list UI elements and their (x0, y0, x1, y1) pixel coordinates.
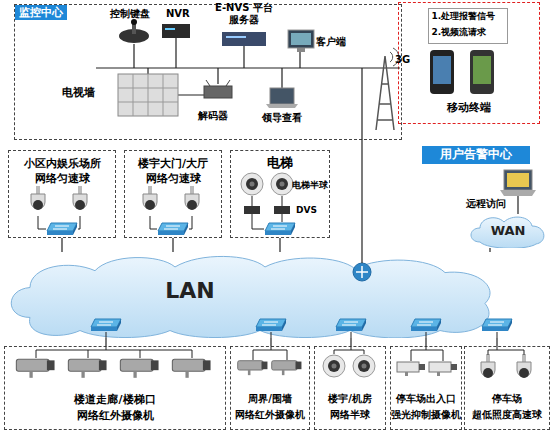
node-text: 网络匀速球 (9, 172, 115, 185)
alarm-center-banner: 用户告警中心 (422, 146, 530, 164)
device-label: 远程访问 (466, 198, 506, 210)
node-text: 网络红外摄像机 (231, 409, 309, 421)
device-label: DVS (296, 205, 317, 216)
network-link (361, 140, 362, 252)
camera-group: 停车场出入口强光抑制摄像机 (390, 346, 462, 430)
note-box: 1.处理报警信号 2.视频流请求 (428, 8, 508, 44)
node-text: 强光抑制摄像机 (391, 409, 461, 421)
node-text: 周界/围墙 (231, 393, 309, 405)
device-label: 客户端 (316, 36, 346, 48)
node-text: 网络红外摄像机 (5, 409, 225, 422)
node-text: 楼宇/机房 (315, 393, 385, 405)
device-label: NVR (166, 8, 190, 20)
node-text: 网络匀速球 (125, 172, 221, 185)
node-text: 楼宇大门/大厅 (125, 157, 221, 170)
network-link (496, 338, 497, 346)
cloud-shape (0, 252, 500, 338)
camera-group: 小区内娱乐场所网络匀速球 (8, 150, 116, 238)
node-text: 楼道走廊/楼梯口 (5, 393, 225, 406)
device-label: E-NVS 平台服务器 (212, 2, 276, 26)
mobile-terminal-group: 移动终端 1.处理报警信号 2.视频流请求 (398, 2, 540, 124)
camera-group: 电梯 (230, 150, 330, 238)
camera-group: 楼宇/机房网络半球 (314, 346, 386, 430)
cameras (16, 173, 531, 378)
node-text: 小区内娱乐场所 (9, 157, 115, 170)
network-link (489, 248, 490, 252)
camera-group: 停车场超低照度高速球 (464, 346, 550, 430)
camera-group: 楼宇大门/大厅网络匀速球 (124, 150, 222, 238)
network-link (350, 338, 351, 346)
network-link (61, 238, 62, 252)
cloud-outline (11, 256, 490, 337)
node-text: 1.处理报警信号 (432, 11, 506, 22)
wires (36, 196, 524, 361)
device-label: 电视墙 (62, 86, 95, 99)
devices (118, 19, 536, 281)
node-text: 用户告警中心 (422, 147, 530, 161)
device-label: 领导查看 (262, 112, 302, 124)
device-label: 控制键盘 (110, 8, 150, 20)
node-text: 超低照度高速球 (465, 409, 549, 421)
lan-cloud: LAN (0, 252, 500, 338)
network-link (425, 338, 426, 346)
network-link (279, 238, 280, 252)
node-text: 监控中心 (15, 5, 67, 20)
device-label: 解码器 (198, 110, 228, 122)
device-label: 3G (395, 54, 410, 66)
wan-cloud: WAN (468, 214, 548, 248)
node-text: 电梯 (231, 155, 329, 171)
network-link (105, 338, 106, 346)
device-label: 电梯半球 (292, 180, 328, 191)
camera-group: 周界/围墙网络红外摄像机 (230, 346, 310, 430)
node-text: LAN (150, 278, 230, 304)
monitor-center-devices (96, 38, 400, 140)
node-text: 停车场 (465, 393, 549, 405)
node-text: WAN (468, 223, 548, 239)
network-link (172, 238, 173, 252)
network-link (270, 338, 271, 346)
node-text: 2.视频流请求 (432, 27, 506, 38)
node-text: 移动终端 (429, 101, 509, 114)
node-text: 停车场出入口 (391, 393, 461, 405)
node-text: 网络半球 (315, 409, 385, 421)
camera-group: 楼道走廊/楼梯口网络红外摄像机 (4, 346, 226, 430)
